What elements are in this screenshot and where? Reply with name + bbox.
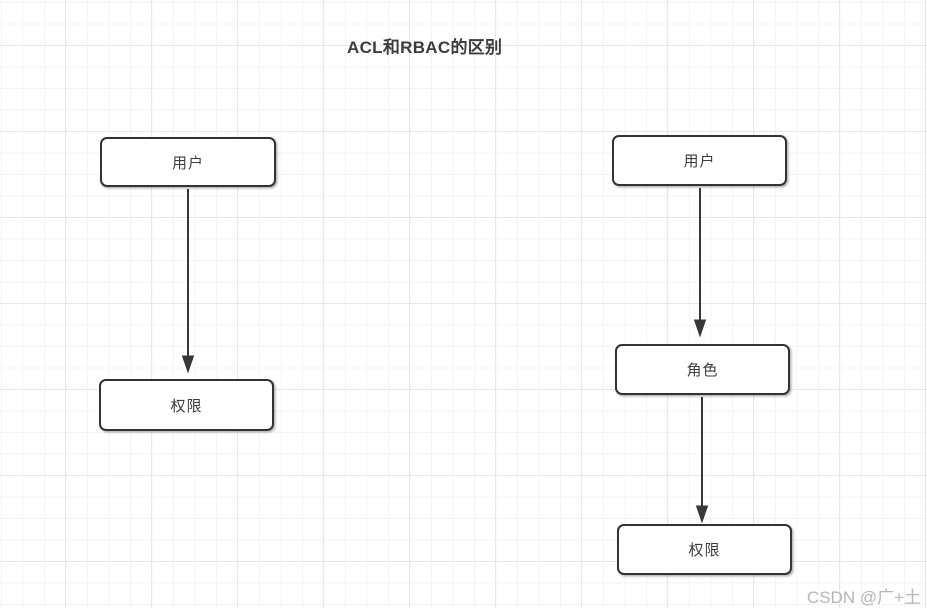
node-acl-permission-label: 权限 bbox=[170, 397, 203, 415]
node-rbac-user: 用户 bbox=[612, 135, 787, 186]
diagram-title: ACL和RBAC的区别 bbox=[347, 38, 503, 57]
node-acl-user: 用户 bbox=[100, 137, 276, 187]
node-rbac-role: 角色 bbox=[615, 344, 790, 395]
node-acl-permission: 权限 bbox=[99, 379, 274, 431]
watermark: CSDN @广+土 bbox=[806, 588, 921, 607]
node-acl-user-label: 用户 bbox=[171, 154, 204, 172]
node-rbac-permission-label: 权限 bbox=[688, 542, 721, 559]
node-rbac-permission: 权限 bbox=[617, 524, 792, 575]
node-rbac-user-label: 用户 bbox=[683, 153, 716, 170]
node-rbac-role-label: 角色 bbox=[686, 362, 719, 379]
